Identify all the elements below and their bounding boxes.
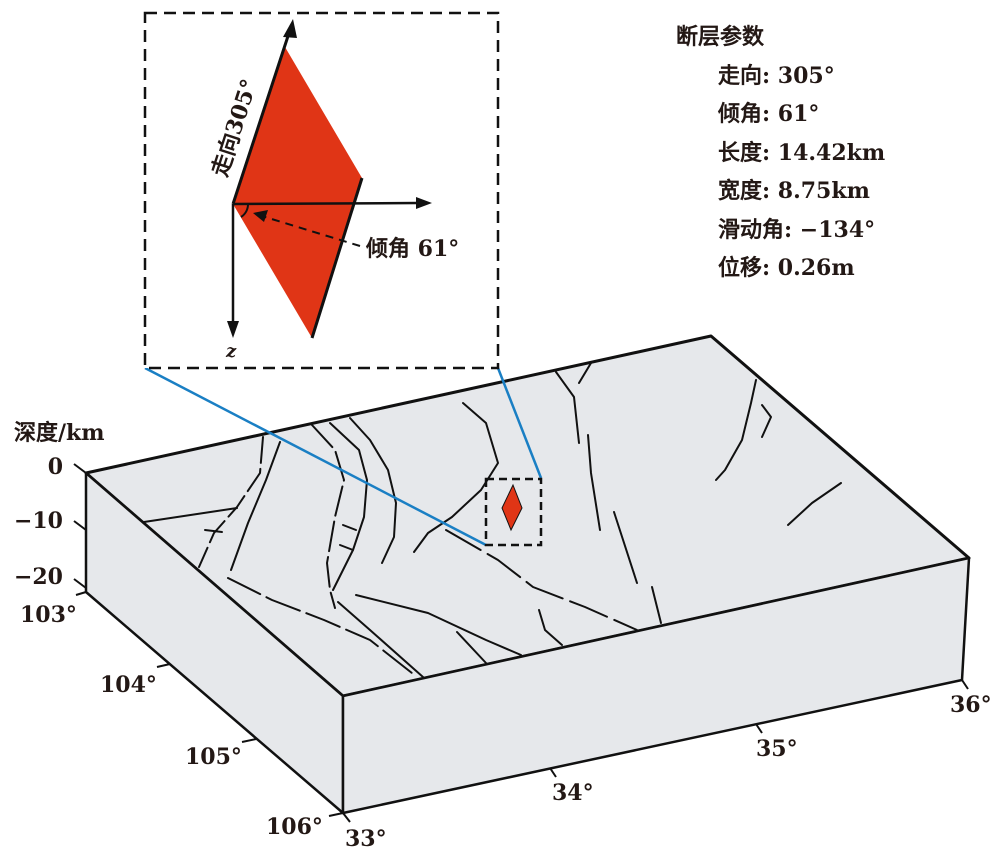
fault-trace: [227, 577, 418, 678]
fault-trace: [613, 511, 638, 584]
fault-trace: [204, 529, 223, 533]
fault-parameters-panel: 断层参数 走向: 305° 倾角: 61° 长度: 14.42km 宽度: 8.…: [676, 18, 885, 288]
parameter-length: 长度: 14.42km: [718, 139, 886, 166]
fault-trace: [355, 594, 522, 656]
depth-tick-label: −10: [14, 508, 63, 534]
longitude-tick-label: 104°: [100, 672, 157, 698]
parameter-width: 宽度: 8.75km: [718, 178, 870, 204]
parameter-slip: 位移: 0.26m: [718, 255, 855, 281]
fault-plane-edge: [310, 177, 364, 339]
z-axis-arrow: [227, 204, 239, 338]
fault-plane: [233, 47, 362, 338]
latitude-tick-mark: [961, 679, 969, 690]
latitude-tick-mark: [342, 812, 351, 823]
fault-trace: [761, 404, 772, 438]
fault-trace: [578, 362, 592, 384]
fault-parameters-title: 断层参数: [676, 24, 765, 50]
horizontal-axis-arrow: [232, 197, 432, 209]
parameter-rake: 滑动角: −134°: [718, 216, 876, 243]
fault-trace: [538, 609, 563, 646]
dip-pointer-arrow: [253, 210, 361, 247]
latitude-tick-label: 34°: [552, 780, 594, 806]
depth-tick-mark: [73, 578, 87, 589]
parameter-strike: 走向: 305°: [718, 62, 835, 89]
latitude-tick-label: 36°: [950, 692, 992, 718]
longitude-tick-label: 103°: [20, 602, 77, 628]
longitude-tick-mark: [328, 812, 344, 817]
fault-trace: [342, 524, 357, 531]
fault-trace: [456, 631, 487, 664]
fault-trace: [230, 441, 281, 571]
parameter-dip: 倾角: 61°: [718, 101, 820, 127]
fault-trace: [651, 586, 662, 624]
strike-axis-arrow: [231, 19, 297, 205]
fault-trace: [555, 371, 580, 444]
dip-angle-arc: [240, 203, 250, 218]
longitude-tick-mark: [156, 663, 171, 668]
depth-tick-mark: [73, 520, 87, 531]
fault-trace: [339, 544, 354, 551]
fault-plane-marker: [501, 483, 523, 532]
longitude-tick-mark: [241, 738, 257, 743]
latitude-tick-label: 33°: [345, 826, 387, 852]
depth-axis-title: 深度/km: [14, 420, 105, 446]
epicenter-box: [484, 477, 543, 547]
latitude-tick-mark: [755, 723, 763, 734]
fault-trace: [349, 417, 397, 564]
longitude-tick-mark: [75, 591, 87, 596]
fault-trace: [413, 402, 499, 553]
connector-line: [144, 366, 487, 547]
fault-trace: [445, 529, 638, 631]
z-axis-label: z: [225, 341, 237, 362]
fault-trace: [143, 507, 238, 523]
longitude-tick-label: 106°: [266, 814, 323, 840]
fault-trace: [337, 601, 424, 678]
depth-tick-label: −20: [14, 564, 63, 590]
fault-traces: [143, 362, 842, 678]
fault-trace: [587, 434, 601, 531]
latitude-tick-label: 35°: [756, 736, 798, 762]
fault-trace: [198, 436, 264, 568]
depth-ticks: 0 −10 −20: [14, 454, 87, 590]
depth-tick-label: 0: [48, 454, 63, 480]
connector-line: [496, 367, 543, 479]
terrain-block: [84, 334, 971, 815]
fault-trace: [715, 379, 757, 481]
longitude-ticks: 103° 104° 105° 106°: [20, 591, 344, 840]
latitude-ticks: 33° 34° 35° 36°: [342, 679, 992, 852]
fault-trace: [329, 422, 368, 591]
fault-trace: [787, 482, 842, 526]
longitude-tick-label: 105°: [185, 744, 242, 770]
dip-label: 倾角 61°: [365, 236, 459, 262]
latitude-tick-mark: [549, 767, 557, 778]
depth-tick-mark: [73, 463, 87, 474]
